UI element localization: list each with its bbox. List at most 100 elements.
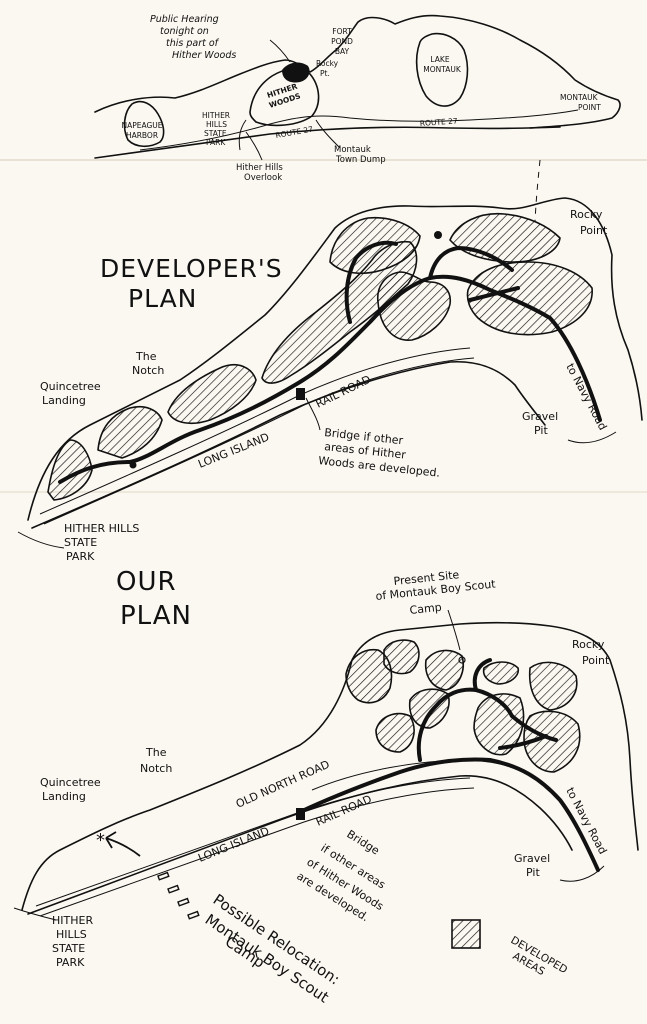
our-hither-hills-2: HILLS xyxy=(56,928,87,941)
label-dump-1: Montauk xyxy=(334,145,371,155)
callout-line: Hither Woods xyxy=(172,50,236,61)
our-bridge-marker xyxy=(296,808,305,820)
dev-area-central-belt xyxy=(261,240,418,384)
our-hither-hills-4: PARK xyxy=(56,956,85,969)
legend-swatch-developed xyxy=(451,919,481,949)
our-area-3 xyxy=(424,649,464,691)
relocation-asterisk: * xyxy=(96,830,105,851)
dump-leader xyxy=(315,119,341,149)
label-rocky-pt-1: Rocky xyxy=(316,59,339,68)
dev-notch-1: The xyxy=(135,350,157,363)
our-area-2 xyxy=(383,639,420,675)
label-montauk-point-2: POINT xyxy=(578,103,601,112)
dev-gravel-1: Gravel xyxy=(522,410,558,423)
dev-area-far-west xyxy=(47,439,93,501)
developer-plan-map: DEVELOPER'S PLAN Rocky Point The Notch Q… xyxy=(17,159,643,563)
napeague-harbor xyxy=(123,100,165,148)
our-rail-road: RAIL ROAD xyxy=(314,793,374,829)
our-bridge-note-1: Bridge xyxy=(344,828,381,858)
scout-camp-marker xyxy=(458,656,466,664)
label-napeague-2: HARBOR xyxy=(126,131,158,140)
dev-notch-2: Notch xyxy=(132,364,164,377)
our-area-1 xyxy=(345,648,393,704)
inset-south-shore xyxy=(94,126,561,159)
public-hearing-area xyxy=(282,62,310,83)
dev-bridge-marker xyxy=(296,388,305,400)
label-dump-2: Town Dump xyxy=(335,155,386,165)
our-railroad-north xyxy=(35,777,471,907)
svg-text:Hither Woods: Hither Woods xyxy=(172,50,236,61)
label-fort-pond-bay-3: BAY xyxy=(335,47,350,56)
our-road-spur-south xyxy=(498,734,548,750)
dev-quincetree-1: Quincetree xyxy=(40,380,101,393)
dev-south-shore xyxy=(31,360,546,529)
our-notch-2: Notch xyxy=(140,762,172,775)
label-fort-pond-bay-2: POND xyxy=(331,37,353,46)
dev-road-loop xyxy=(428,246,514,280)
our-area-7 xyxy=(528,661,578,711)
inset-locator-map: Public Hearing tonight on this part of H… xyxy=(94,14,621,183)
our-area-4 xyxy=(408,688,450,729)
our-rocky-point-1: Rocky xyxy=(572,638,605,651)
our-plan-map: * OUR PLAN Present Site of Montauk Boy S… xyxy=(13,567,639,1007)
dev-area-west-center xyxy=(167,364,257,425)
our-notch-1: The xyxy=(145,746,167,759)
overlook-leader xyxy=(245,131,263,161)
callout-line: tonight on xyxy=(160,26,209,37)
map-legend: DEVELOPED AREAS xyxy=(451,919,569,978)
label-hhsp-3: STATE xyxy=(204,129,227,138)
dev-road-north-branch xyxy=(344,240,398,324)
dev-park-arrow xyxy=(17,531,65,549)
our-north-coastline xyxy=(21,621,639,911)
our-hither-hills-3: STATE xyxy=(52,942,85,955)
lake-montauk-outline xyxy=(415,32,469,107)
dev-hither-hills-2: STATE xyxy=(64,536,97,549)
our-area-5 xyxy=(375,712,415,753)
dev-boundary-dashed xyxy=(534,159,541,223)
dev-hither-hills-3: PARK xyxy=(66,550,95,563)
label-rocky-pt-2: Pt. xyxy=(320,69,330,78)
our-area-9 xyxy=(523,710,581,773)
label-lake-montauk-1: LAKE xyxy=(430,55,449,64)
label-montauk-point-1: MONTAUK xyxy=(560,93,599,102)
dev-rocky-point-1: Rocky xyxy=(570,208,603,221)
inset-route-27 xyxy=(139,109,579,151)
dev-title-1: DEVELOPER'S xyxy=(100,254,283,283)
our-railroad-south xyxy=(39,787,475,917)
label-hhsp-1: HITHER xyxy=(202,111,230,120)
dev-road-spur xyxy=(468,286,520,302)
our-gravel-2: Pit xyxy=(526,866,540,879)
our-quincetree-1: Quincetree xyxy=(40,776,101,789)
dev-railroad-north xyxy=(39,347,471,515)
inset-callout-leader xyxy=(269,39,291,63)
our-area-8 xyxy=(473,693,525,756)
our-gravel-arrow xyxy=(559,865,605,882)
dev-area-northeast xyxy=(449,212,561,263)
dev-area-west xyxy=(97,405,163,459)
dev-railroad-south xyxy=(43,357,475,525)
dev-gravel-arrow xyxy=(567,431,617,444)
label-route-27-a: ROUTE 27 xyxy=(275,124,314,139)
our-road-spur-east xyxy=(510,714,558,742)
inset-north-shore xyxy=(94,14,621,129)
label-hhsp-2: HILLS xyxy=(206,120,227,129)
dev-area-east xyxy=(466,261,593,336)
dev-rocky-point-2: Point xyxy=(580,224,608,237)
dev-title-2: PLAN xyxy=(128,284,197,313)
label-overlook-2: Overlook xyxy=(244,173,282,183)
dev-road-network xyxy=(58,274,602,484)
our-title-1: OUR xyxy=(116,567,177,597)
our-scout-leader xyxy=(447,609,461,651)
callout-line: Public Hearing xyxy=(150,14,219,25)
dev-area-heart xyxy=(376,271,452,341)
our-title-2: PLAN xyxy=(120,601,192,631)
dev-quincetree-2: Landing xyxy=(42,394,86,407)
dev-gravel-2: Pit xyxy=(534,424,548,437)
our-road-loop xyxy=(472,658,492,692)
dev-rail-road: RAIL ROAD xyxy=(314,373,373,411)
label-lake-montauk-2: MONTAUK xyxy=(423,65,462,74)
our-rocky-point-2: Point xyxy=(582,654,610,667)
label-overlook-1: Hither Hills xyxy=(236,163,283,173)
svg-text:Public Hearing: Public Hearing xyxy=(150,14,219,25)
